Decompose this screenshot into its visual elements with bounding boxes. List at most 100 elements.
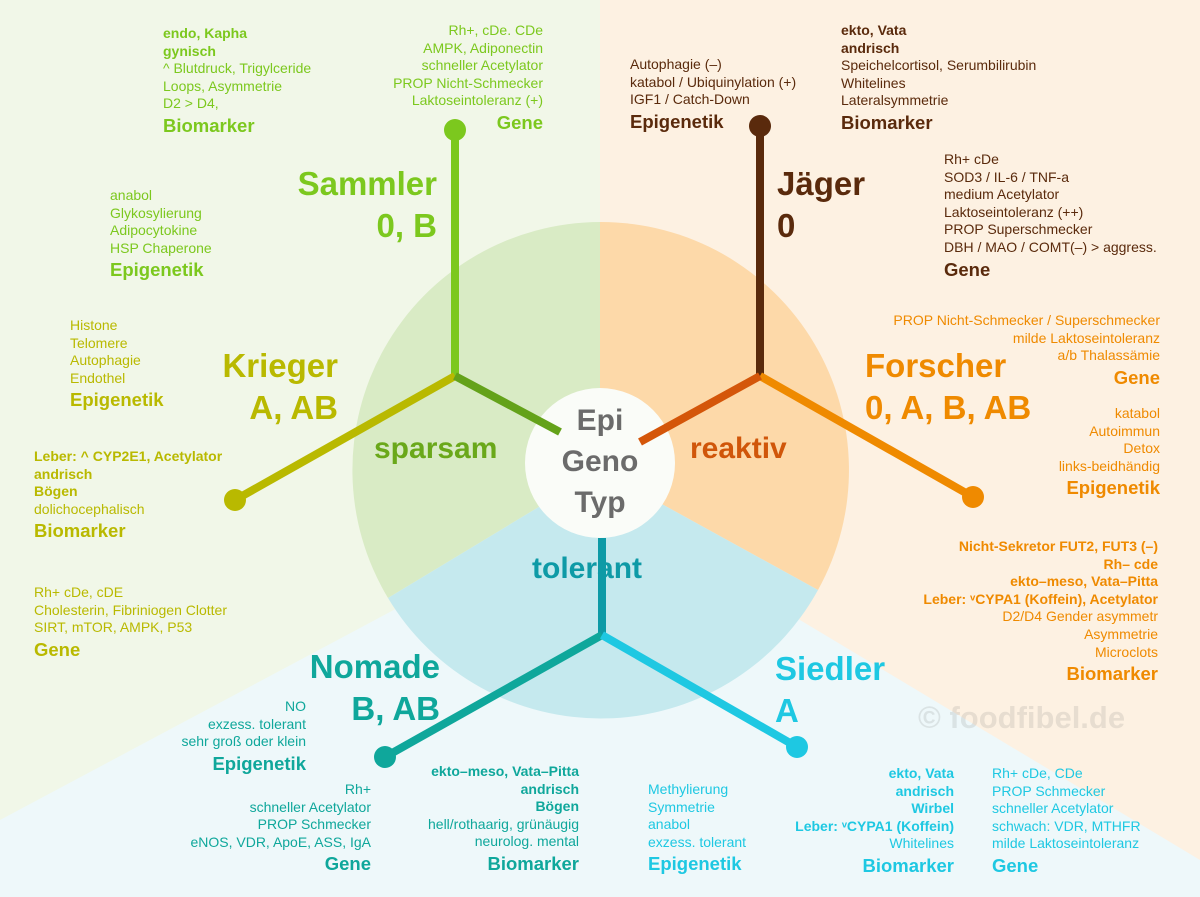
type-name: Nomade bbox=[309, 648, 440, 685]
block-line: SOD3 / IL-6 / TNF-a bbox=[944, 168, 1069, 185]
block-line: sehr groß oder klein bbox=[181, 733, 306, 750]
block-line: ^ Blutdruck, Trigylceride bbox=[163, 60, 312, 77]
block-line: ekto, Vata bbox=[841, 22, 907, 38]
mode-tolerant: tolerant bbox=[532, 552, 643, 585]
block-line: dolichocephalisch bbox=[34, 500, 145, 517]
block-heading: Gene bbox=[944, 258, 991, 280]
block-line: Bögen bbox=[34, 483, 78, 500]
block-heading: Gene bbox=[496, 111, 543, 133]
block-line: schneller Acetylator bbox=[249, 798, 371, 815]
block-heading: Biomarker bbox=[487, 852, 579, 874]
block-line: PROP Schmecker bbox=[257, 816, 371, 833]
blood-groups: 0 bbox=[777, 207, 796, 244]
type-krieger: Krieger A, AB bbox=[222, 345, 338, 429]
type-sammler: Sammler 0, B bbox=[298, 163, 437, 247]
block-line: schneller Acetylator bbox=[421, 57, 543, 74]
block-line: ekto, Vata bbox=[888, 765, 954, 781]
block-line: Wirbel bbox=[911, 800, 954, 817]
block-line: Rh+ cDe, cDE bbox=[34, 584, 124, 600]
block-heading: Epigenetik bbox=[212, 752, 306, 774]
block-line: Microclots bbox=[1094, 643, 1158, 660]
type-forscher: Forscher 0, A, B, AB bbox=[865, 345, 1031, 429]
center-geno: Geno bbox=[561, 445, 639, 478]
block-line: anabol bbox=[110, 187, 153, 203]
block-line: Rh+ bbox=[344, 781, 371, 797]
block-line: Lateralsymmetrie bbox=[841, 92, 949, 109]
center-label: Epi Geno Typ bbox=[525, 400, 675, 523]
block-line: Detox bbox=[1123, 440, 1160, 457]
forscher-line bbox=[758, 372, 975, 501]
block-line: gynisch bbox=[163, 42, 216, 59]
block-line: PROP Nicht-Schmecker bbox=[393, 74, 543, 91]
block-heading: Epigenetik bbox=[1066, 477, 1160, 499]
block-line: andrisch bbox=[841, 39, 900, 56]
type-name: Siedler bbox=[775, 650, 886, 687]
block-line: IGF1 / Catch-Down bbox=[630, 91, 750, 108]
block-line: neurolog. mental bbox=[474, 833, 579, 850]
block-line: andrisch bbox=[895, 782, 954, 799]
block-line: SIRT, mTOR, AMPK, P53 bbox=[34, 619, 193, 636]
block-line: HSP Chaperone bbox=[110, 239, 212, 256]
blood-groups: A, AB bbox=[249, 389, 338, 426]
block-line: PROP Superschmecker bbox=[944, 221, 1093, 238]
block-line: Telomere bbox=[70, 334, 128, 351]
block-line: Rh+ cDe, CDe bbox=[992, 765, 1083, 781]
center-epi: Epi bbox=[576, 404, 624, 437]
block-line: anabol bbox=[648, 816, 691, 833]
block-line: Autophagie (–) bbox=[630, 56, 722, 72]
block-line: medium Acetylator bbox=[944, 186, 1060, 203]
block-line: Symmetrie bbox=[648, 798, 715, 815]
block-line: Methylierung bbox=[648, 781, 729, 797]
block-line: exzess. tolerant bbox=[207, 715, 306, 732]
block-line: Histone bbox=[70, 317, 118, 333]
block-line: PROP Schmecker bbox=[992, 782, 1106, 799]
jaeger-epigenetik-block: Autophagie (–)katabol / Ubiquinylation (… bbox=[630, 56, 796, 135]
block-heading: Epigenetik bbox=[630, 110, 724, 132]
block-line: Laktoseintoleranz (++) bbox=[944, 203, 1084, 220]
mode-reaktiv: reaktiv bbox=[690, 432, 787, 465]
block-heading: Gene bbox=[34, 638, 81, 660]
block-line: Endothel bbox=[70, 369, 126, 386]
block-line: a/b Thalassämie bbox=[1057, 347, 1160, 364]
block-line: Loops, Asymmetrie bbox=[163, 77, 283, 94]
block-heading: Biomarker bbox=[862, 854, 954, 876]
block-line: DBH / MAO / COMT(–) > aggress. bbox=[944, 238, 1157, 255]
block-line: AMPK, Adiponectin bbox=[423, 39, 543, 56]
block-line: Rh+, cDe. CDe bbox=[448, 22, 543, 38]
block-line: katabol / Ubiquinylation (+) bbox=[630, 73, 797, 90]
block-line: Autophagie bbox=[70, 352, 141, 369]
type-siedler: Siedler A bbox=[775, 648, 885, 732]
center-typ: Typ bbox=[574, 486, 626, 519]
mode-sparsam: sparsam bbox=[374, 432, 498, 465]
block-line: Adipocytokine bbox=[110, 222, 198, 239]
type-name: Krieger bbox=[222, 347, 338, 384]
block-line: exzess. tolerant bbox=[648, 833, 747, 850]
jaeger-node bbox=[749, 115, 771, 137]
block-heading: Gene bbox=[1113, 366, 1160, 388]
block-line: Autoimmun bbox=[1089, 422, 1160, 439]
type-nomade: Nomade B, AB bbox=[310, 646, 440, 730]
block-heading: Gene bbox=[992, 854, 1039, 876]
block-line: schneller Acetylator bbox=[992, 800, 1114, 817]
block-heading: Epigenetik bbox=[648, 853, 742, 875]
nomade-line bbox=[383, 631, 604, 761]
block-line: Leber: ^ CYP2E1, Acetylator bbox=[34, 448, 223, 464]
blood-groups: 0, B bbox=[376, 207, 437, 244]
block-line: Glykosylierung bbox=[110, 204, 202, 221]
block-heading: Epigenetik bbox=[70, 389, 164, 411]
siedler-node bbox=[786, 736, 808, 758]
block-line: katabol bbox=[1114, 405, 1160, 421]
block-line: Nicht-Sekretor FUT2, FUT3 (–) bbox=[958, 538, 1158, 554]
block-line: ekto–meso, Vata–Pitta bbox=[431, 763, 579, 779]
